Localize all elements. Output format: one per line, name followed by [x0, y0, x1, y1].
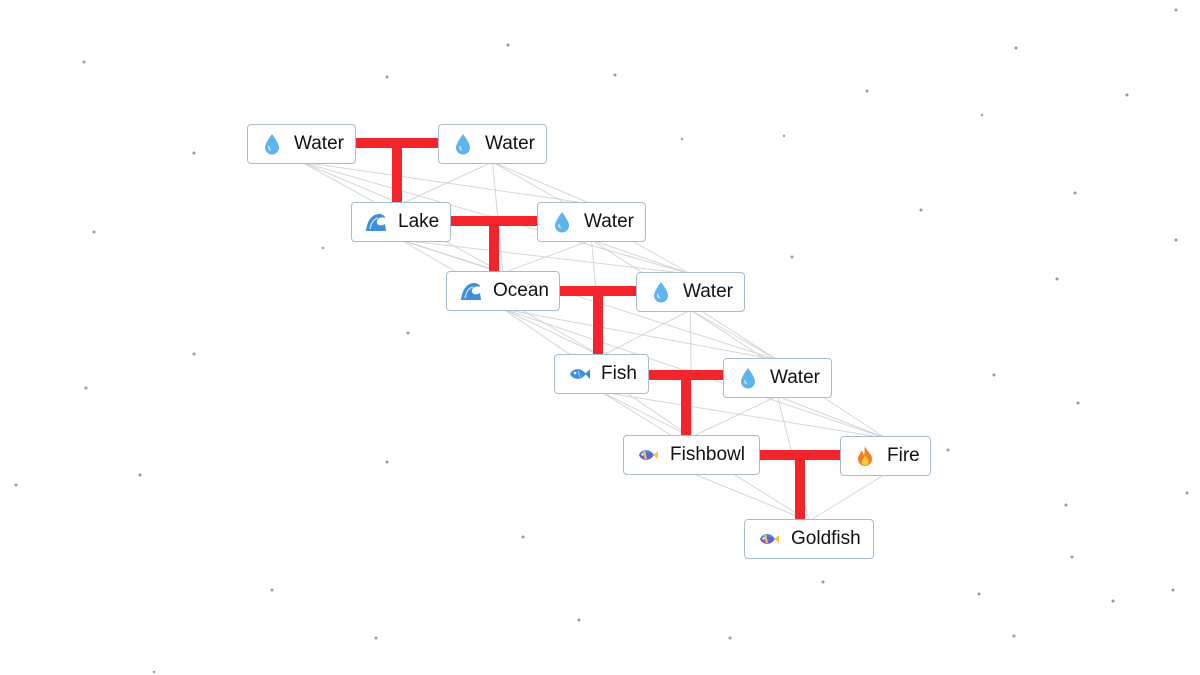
- element-label: Water: [294, 133, 344, 154]
- mesh-line: [601, 391, 692, 438]
- mesh-line: [502, 239, 592, 274]
- mesh-line: [601, 391, 886, 439]
- element-label: Fire: [887, 445, 920, 466]
- background-dots: [14, 8, 1189, 674]
- element-tile-water-4[interactable]: Water: [636, 272, 745, 312]
- water-drop-icon: [736, 366, 760, 390]
- mesh-line: [808, 473, 886, 522]
- mesh-line: [492, 161, 592, 205]
- mesh-line: [400, 239, 778, 361]
- element-label: Water: [683, 281, 733, 302]
- combination-connectors: [356, 138, 840, 519]
- mesh-line: [691, 472, 810, 522]
- element-tile-goldfish[interactable]: Goldfish: [744, 519, 874, 559]
- element-label: Water: [485, 133, 535, 154]
- water-drop-icon: [451, 132, 475, 156]
- element-tile-ocean[interactable]: Ocean: [446, 271, 560, 311]
- element-label: Lake: [398, 211, 440, 232]
- mesh-line: [301, 161, 402, 205]
- element-label: Water: [584, 211, 634, 232]
- tropical-fish-icon: [636, 443, 660, 467]
- mesh-line: [591, 239, 691, 275]
- element-tile-water-5[interactable]: Water: [723, 358, 832, 398]
- mesh-line: [400, 161, 493, 205]
- fish-icon: [567, 362, 591, 386]
- mesh-line: [601, 309, 691, 357]
- element-tile-water-1[interactable]: Water: [247, 124, 356, 164]
- wave-icon: [364, 210, 388, 234]
- mesh-line: [502, 308, 602, 357]
- element-tile-water-3[interactable]: Water: [537, 202, 646, 242]
- fire-icon: [853, 444, 877, 468]
- water-drop-icon: [260, 132, 284, 156]
- wave-icon: [459, 279, 483, 303]
- element-tile-fishbowl[interactable]: Fishbowl: [623, 435, 760, 475]
- element-label: Water: [770, 367, 820, 388]
- element-tile-water-2[interactable]: Water: [438, 124, 547, 164]
- element-label: Ocean: [493, 280, 549, 301]
- element-label: Fish: [601, 363, 637, 384]
- tropical-fish-icon: [757, 527, 781, 551]
- water-drop-icon: [649, 280, 673, 304]
- water-drop-icon: [550, 210, 574, 234]
- element-tile-lake[interactable]: Lake: [351, 202, 451, 242]
- element-label: Goldfish: [791, 528, 861, 549]
- mesh-line: [690, 309, 778, 361]
- mesh-line: [502, 308, 778, 361]
- mesh-line: [777, 395, 886, 439]
- element-tile-fire[interactable]: Fire: [840, 436, 931, 476]
- element-label: Fishbowl: [670, 444, 745, 465]
- mesh-line: [691, 395, 778, 438]
- element-tile-fish[interactable]: Fish: [554, 354, 649, 394]
